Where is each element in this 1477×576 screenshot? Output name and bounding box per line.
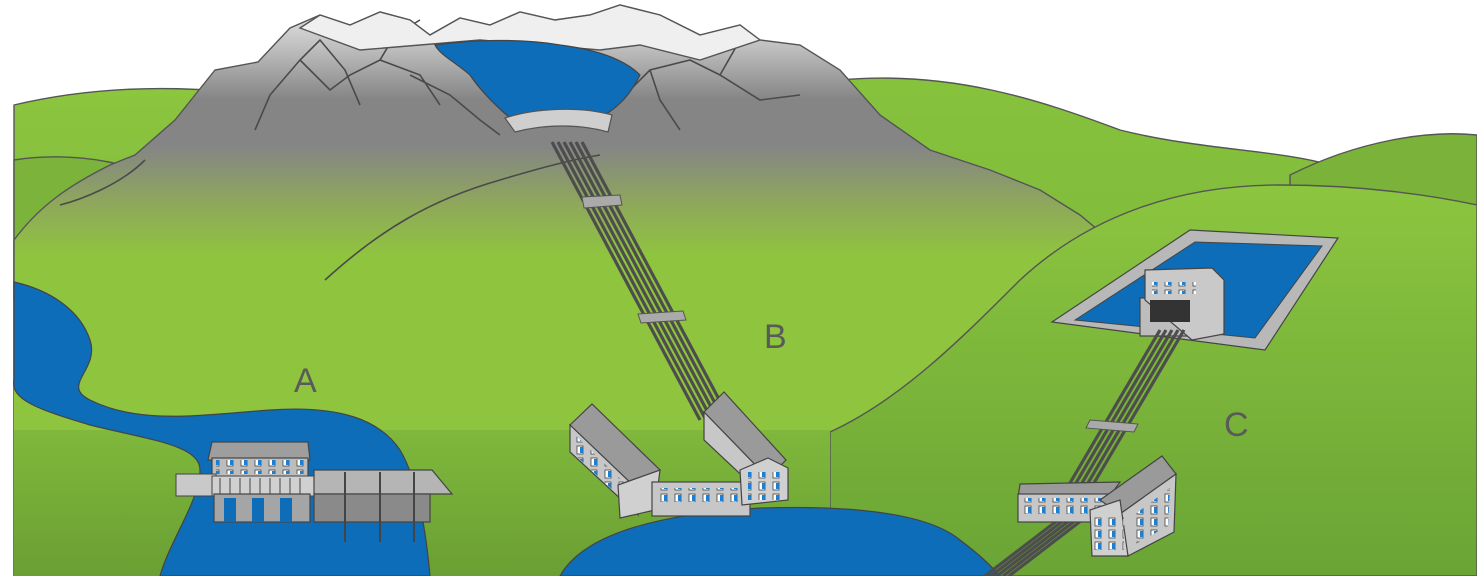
plant-a-weir bbox=[313, 469, 454, 495]
ridge-line bbox=[409, 74, 501, 136]
plant-a bbox=[175, 441, 454, 542]
penstock-anchor bbox=[1085, 419, 1139, 433]
plant-a-walkway bbox=[211, 475, 315, 497]
intake-opening bbox=[1150, 300, 1190, 322]
plant-c-front-windows bbox=[1094, 516, 1124, 550]
plant-b-right-windows bbox=[748, 472, 784, 500]
plant-c-reservoir bbox=[1050, 229, 1340, 351]
penstock-anchor bbox=[637, 310, 687, 324]
plant-a-roof bbox=[207, 441, 311, 461]
ridge-line bbox=[254, 38, 361, 131]
ridge-line bbox=[299, 59, 441, 106]
penstock-b bbox=[550, 141, 732, 421]
intake-windows bbox=[1152, 282, 1196, 294]
reservoir-water bbox=[434, 39, 641, 119]
plant-b-connector-windows bbox=[656, 488, 746, 502]
label-plant-c: C bbox=[1224, 406, 1249, 444]
penstock-anchor bbox=[581, 194, 623, 209]
plant-a-weir-wall bbox=[313, 493, 431, 523]
penstock-c bbox=[984, 329, 1186, 576]
plant-a-grate bbox=[175, 473, 217, 497]
ridge-line bbox=[619, 59, 801, 101]
lower-lake bbox=[559, 506, 1001, 576]
plant-a-windows bbox=[216, 460, 304, 474]
plant-c-right-windows bbox=[1130, 488, 1170, 546]
label-plant-b: B bbox=[764, 318, 787, 356]
label-plant-a: A bbox=[294, 362, 317, 400]
plant-c bbox=[1017, 455, 1177, 557]
ridge-line bbox=[649, 69, 681, 131]
ridge-line bbox=[59, 159, 146, 206]
upper-reservoir bbox=[434, 39, 641, 133]
plant-c-left-windows bbox=[1022, 498, 1108, 514]
dam-wall bbox=[504, 108, 613, 133]
plant-b bbox=[569, 391, 789, 519]
